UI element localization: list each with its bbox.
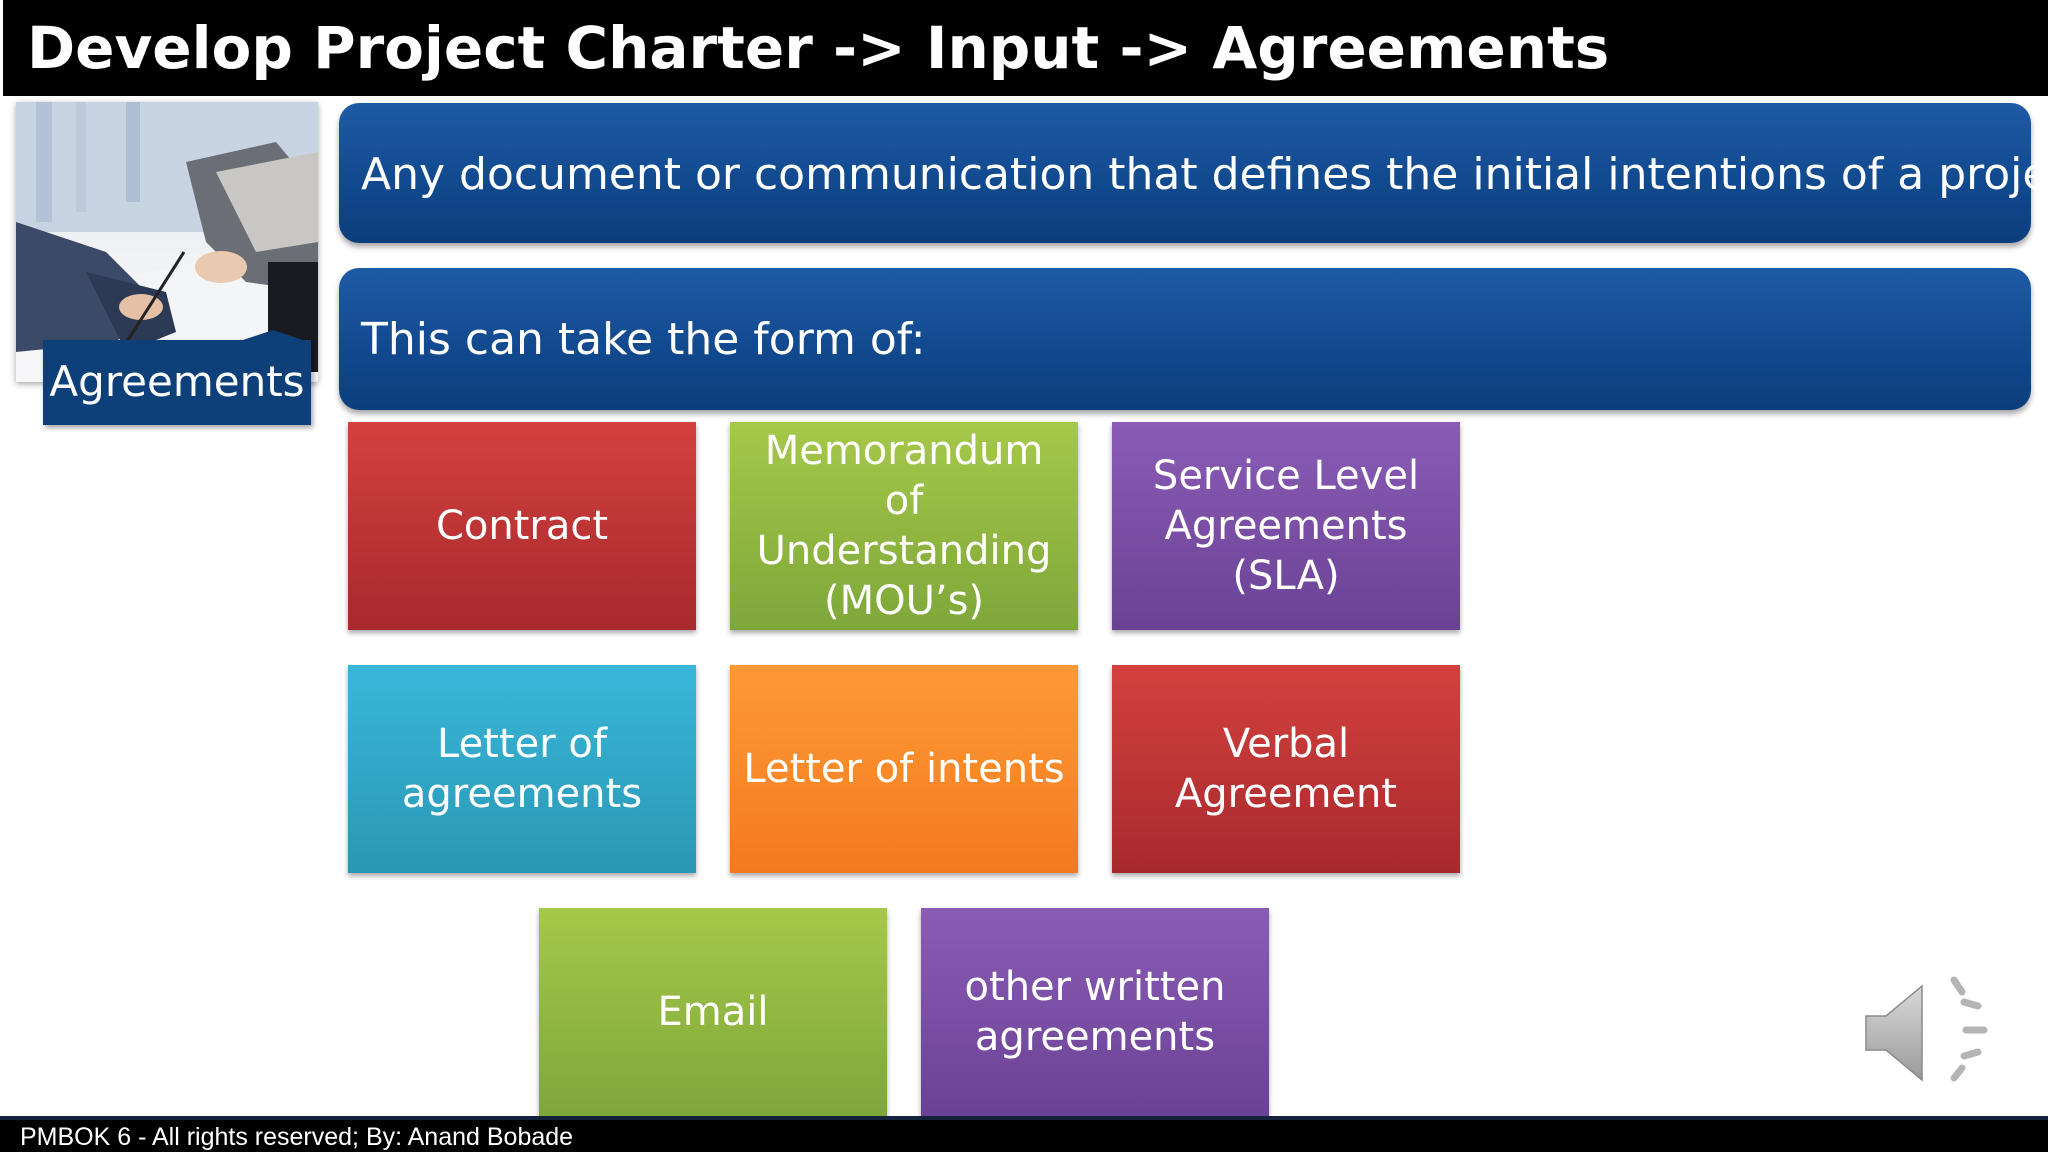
title-bar: Develop Project Charter -> Input -> Agre…	[0, 0, 2048, 96]
definition-banner: Any document or communication that defin…	[339, 103, 2048, 243]
tag-notch	[243, 330, 303, 340]
form-box-sla: Service Level Agreements (SLA)	[1112, 422, 1460, 630]
speaker-icon[interactable]	[1860, 968, 1995, 1098]
form-box-email: Email	[539, 908, 887, 1116]
agreements-tag: Agreements	[43, 330, 311, 425]
footer-copyright: PMBOK 6 - All rights reserved; By: Anand…	[20, 1123, 574, 1151]
form-box-verbal-agreement: Verbal Agreement	[1112, 665, 1460, 873]
slide-title: Develop Project Charter -> Input -> Agre…	[27, 14, 1610, 82]
agreements-tag-label: Agreements	[49, 357, 305, 406]
form-box-letter-of-intents: Letter of intents	[730, 665, 1078, 873]
form-box-mou: Memorandum of Understanding (MOU’s)	[730, 422, 1078, 630]
footer-divider	[0, 1116, 2048, 1120]
form-box-letter-of-agreements: Letter of agreements	[348, 665, 696, 873]
form-box-other-written: other written agreements	[921, 908, 1269, 1116]
footer-bar: PMBOK 6 - All rights reserved; By: Anand…	[0, 1120, 2048, 1152]
forms-banner: This can take the form of:	[339, 268, 2031, 410]
form-box-contract: Contract	[348, 422, 696, 630]
